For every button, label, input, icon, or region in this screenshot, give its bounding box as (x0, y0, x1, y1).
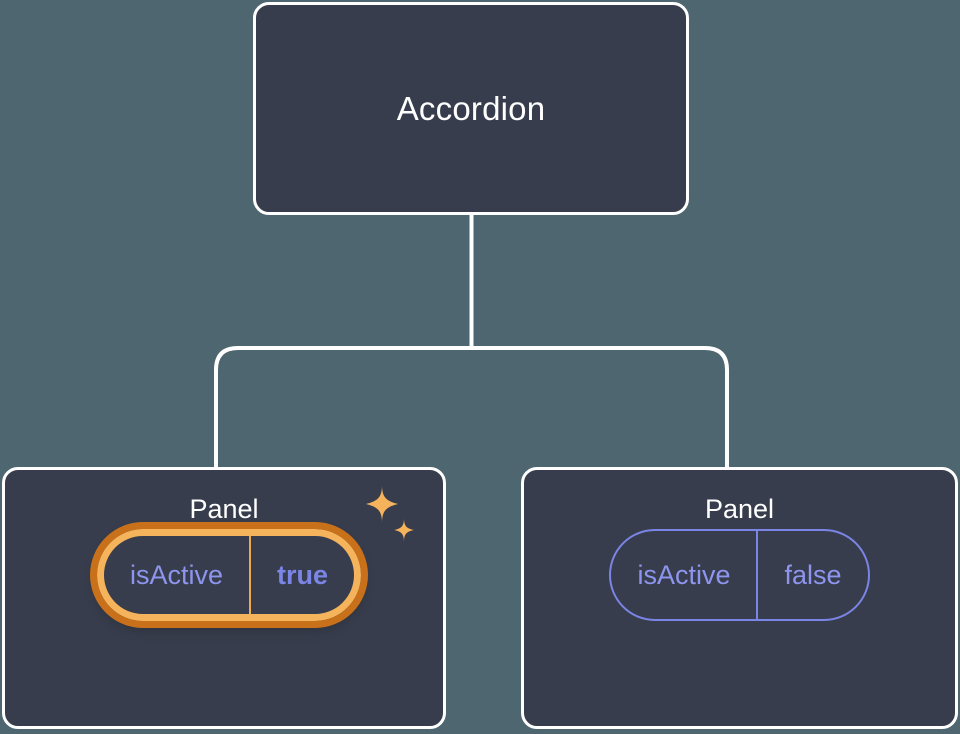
node-title: Accordion (396, 90, 546, 127)
prop-pill-isactive-false[interactable]: isActive false (609, 529, 870, 621)
prop-pill-wrapper: isActive true (5, 485, 443, 628)
prop-value: true (249, 536, 354, 614)
prop-pill-isactive-true[interactable]: isActive true (89, 522, 369, 628)
node-title: Panel (189, 494, 259, 524)
prop-pill-wrapper: isActive false (524, 529, 955, 621)
node-accordion[interactable]: Accordion (253, 2, 689, 215)
node-panel-inactive[interactable]: Panel isActive false (521, 467, 958, 729)
node-panel-active[interactable]: Panel isActive true (2, 467, 446, 729)
prop-name: isActive (637, 559, 731, 590)
sparkle-icon (366, 485, 414, 542)
prop-value: false (756, 531, 867, 619)
node-title: Panel (704, 494, 775, 524)
edge-branch-bar (214, 346, 729, 467)
prop-name: isActive (129, 559, 223, 590)
